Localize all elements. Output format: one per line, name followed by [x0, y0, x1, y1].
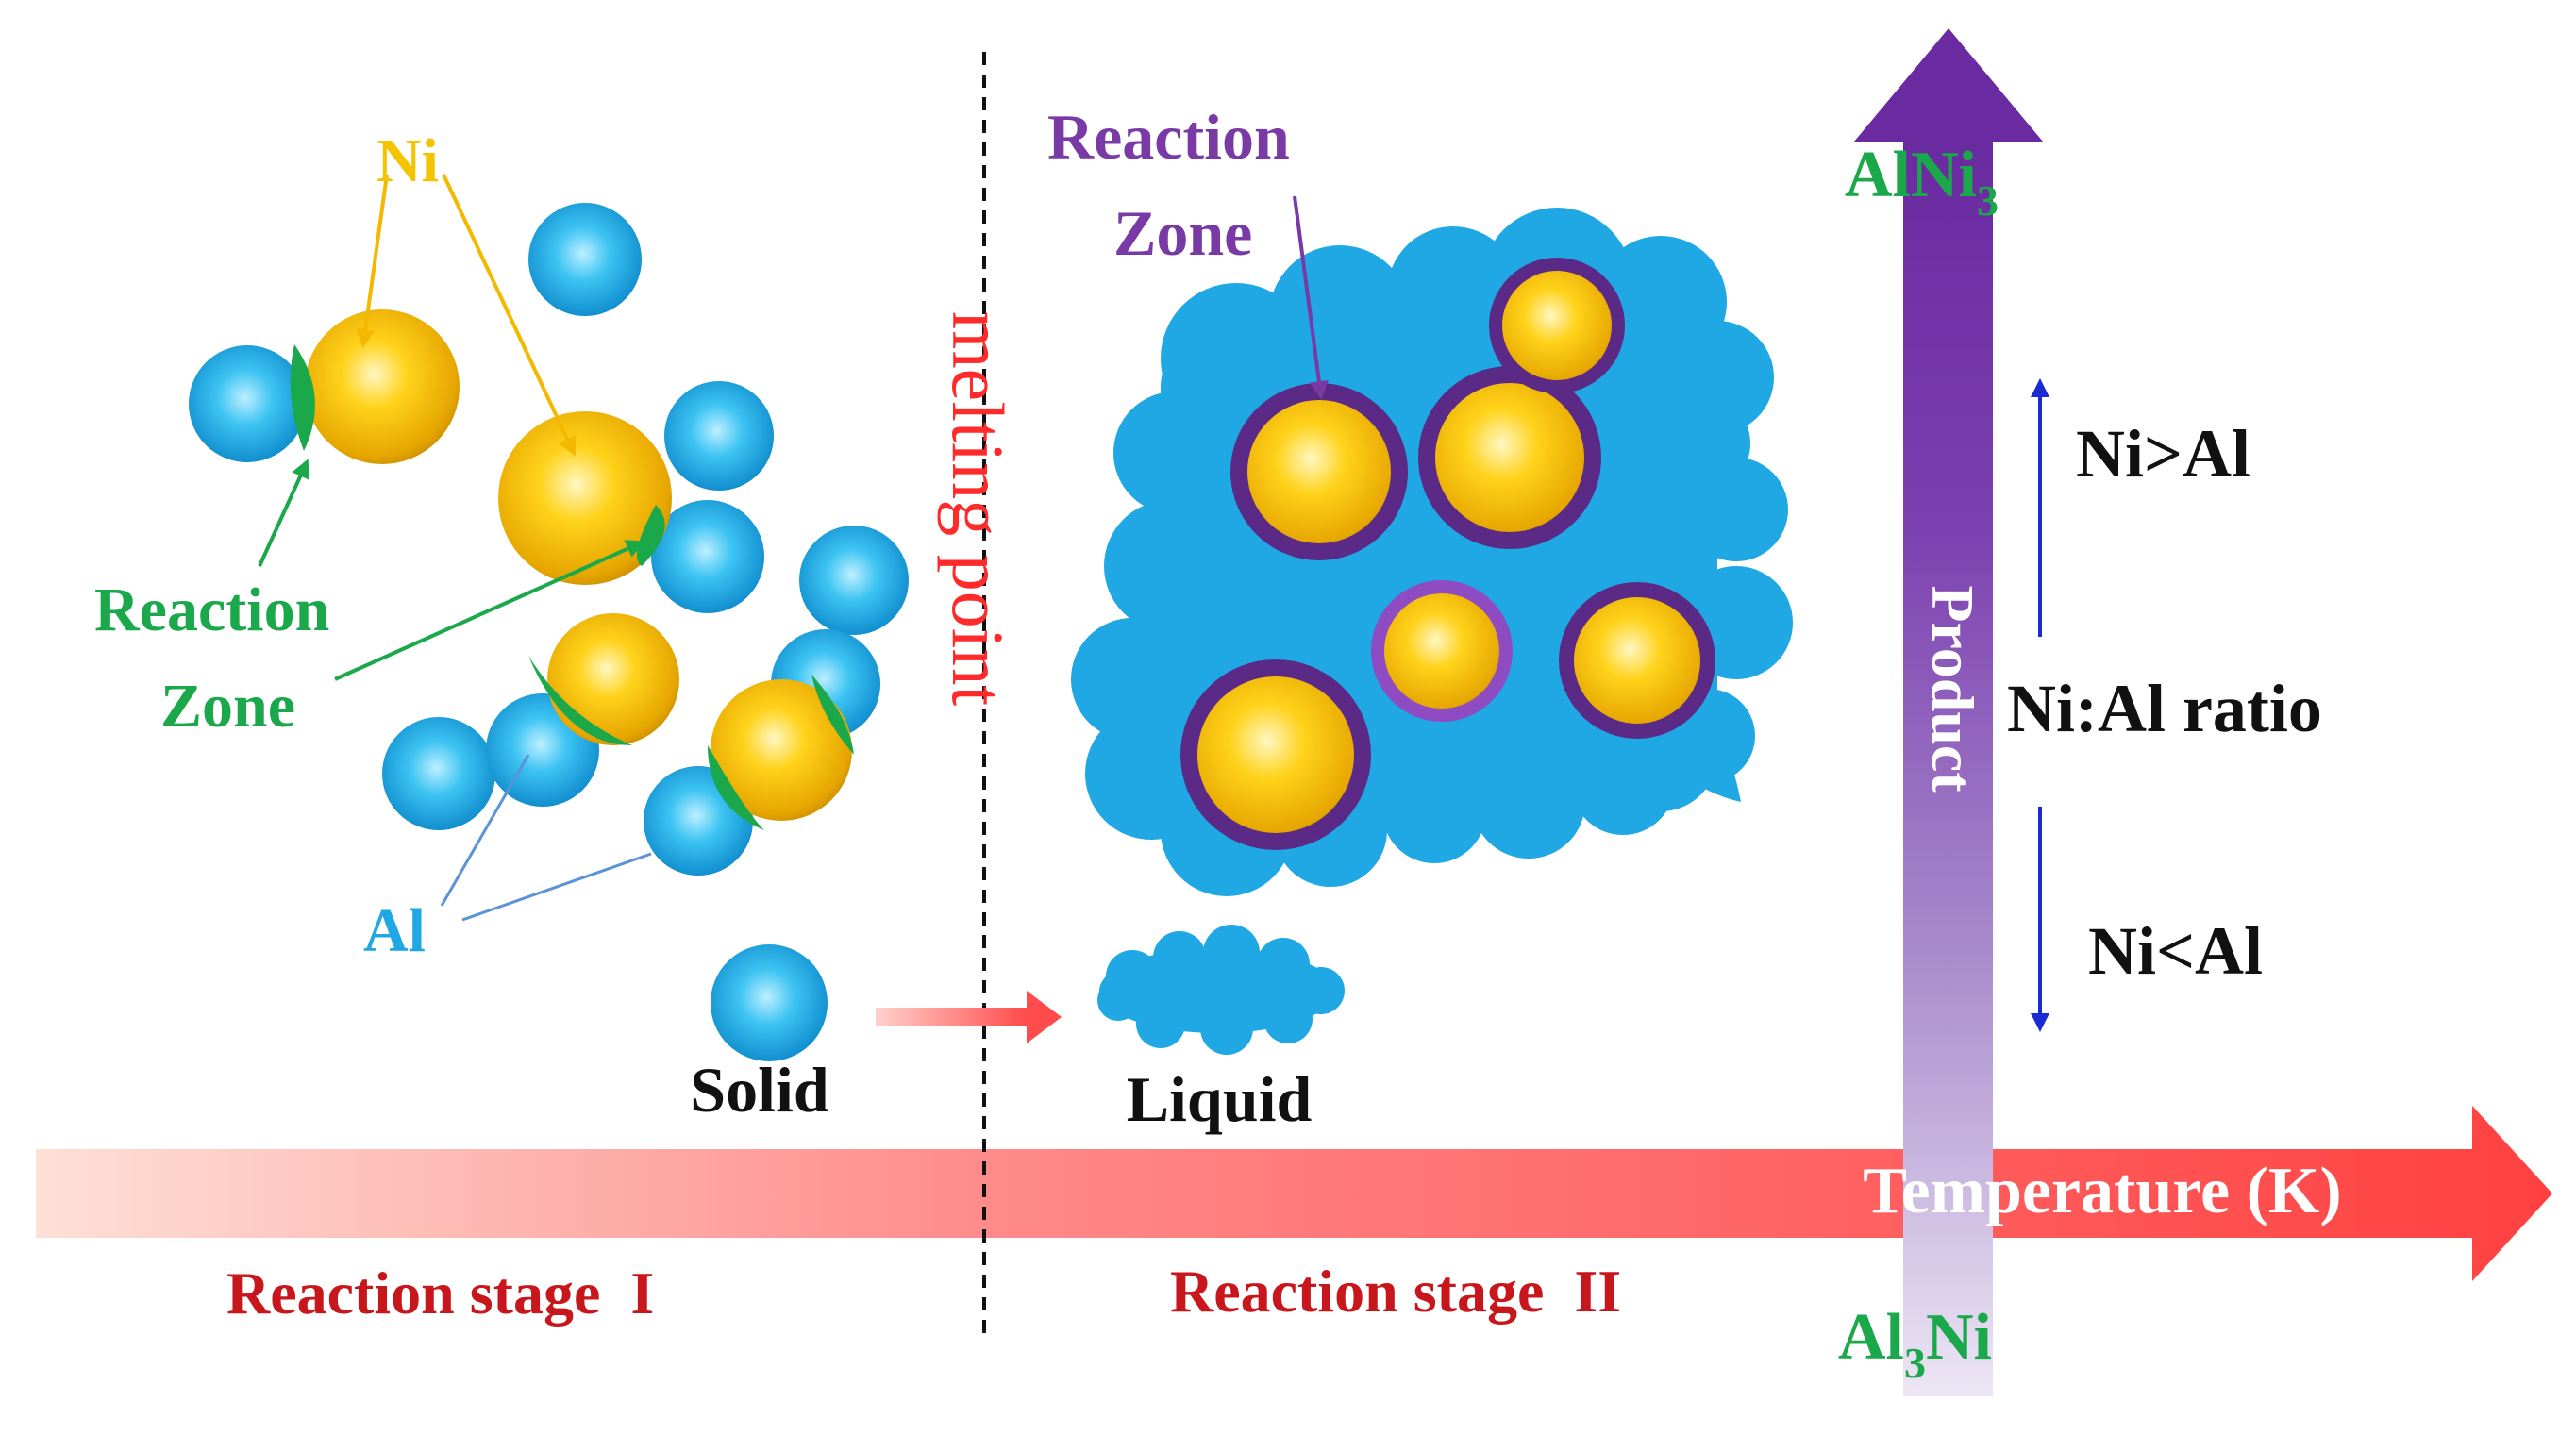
reaction-zone-right-line1: Reaction	[1047, 101, 1290, 173]
stage-one-label: Reaction stage I	[226, 1260, 654, 1327]
stage-two-particles	[1180, 258, 1715, 850]
stage-two-label: Reaction stage II	[1170, 1258, 1621, 1325]
reaction-zone-left-line1: Reaction	[94, 576, 329, 644]
ni-gt-al-label: Ni>Al	[2076, 416, 2250, 492]
top-product-sub: 3	[1977, 176, 1999, 225]
ni-label: Ni	[376, 126, 439, 195]
ni-lt-al-label: Ni<Al	[2088, 913, 2263, 989]
top-product-label: AlNi3	[1845, 139, 1999, 225]
stage-one-pointers	[258, 174, 652, 922]
ni-al-ratio-label: Ni:Al ratio	[2007, 671, 2322, 746]
reaction-zone-label-right: Reaction Zone	[1047, 101, 1306, 269]
al-particle	[664, 381, 774, 491]
ni-particle	[305, 309, 460, 464]
al-fragment	[1656, 736, 1741, 802]
bottom-product-sub: 3	[1904, 1339, 1926, 1387]
al-particle	[711, 944, 828, 1061]
bottom-product-pre: Al	[1838, 1301, 1904, 1374]
al-label: Al	[363, 896, 426, 965]
melting-point-label: melting point	[937, 311, 1019, 706]
reaction-zone-sliver	[290, 344, 315, 451]
ni-core-shell	[1559, 582, 1715, 739]
ni-core-shell	[1489, 258, 1625, 393]
bottom-product-post: Ni	[1926, 1301, 1992, 1374]
liquid-droplet	[1097, 925, 1345, 1055]
al-particle	[189, 345, 306, 462]
liquid-aluminum-cloud	[1071, 208, 1793, 896]
reaction-zone-sliver	[811, 675, 854, 755]
ni-particle	[711, 679, 852, 821]
reaction-zone-sliver	[528, 656, 632, 745]
reaction-zone-left-line2: Zone	[160, 672, 295, 741]
solid-label: Solid	[690, 1054, 829, 1126]
ni-core-shell	[1180, 659, 1371, 850]
product-label: Product	[1919, 585, 1986, 793]
temperature-label: Temperature (K)	[1863, 1155, 2341, 1227]
reaction-zone-pointer	[1293, 195, 1329, 400]
solid-to-liquid-arrow	[876, 991, 1062, 1043]
al-particle	[651, 500, 764, 613]
al-particle	[528, 203, 642, 316]
ni-core-shell	[1418, 366, 1601, 549]
top-product-main: AlNi	[1845, 139, 1977, 211]
ni-core-shell	[1230, 383, 1408, 560]
reaction-zone-label-left: Reaction Zone	[94, 576, 345, 741]
al-particle	[382, 717, 495, 830]
al-particle	[799, 526, 909, 635]
bottom-product-label: Al3Ni	[1838, 1301, 1992, 1387]
ni-core-shell	[1371, 580, 1513, 722]
ni-particle	[547, 613, 679, 745]
product-arrow	[1854, 28, 2043, 1396]
reaction-zone-sliver	[708, 745, 764, 830]
liquid-label: Liquid	[1127, 1063, 1313, 1135]
reaction-zone-right-line2: Zone	[1113, 197, 1252, 269]
